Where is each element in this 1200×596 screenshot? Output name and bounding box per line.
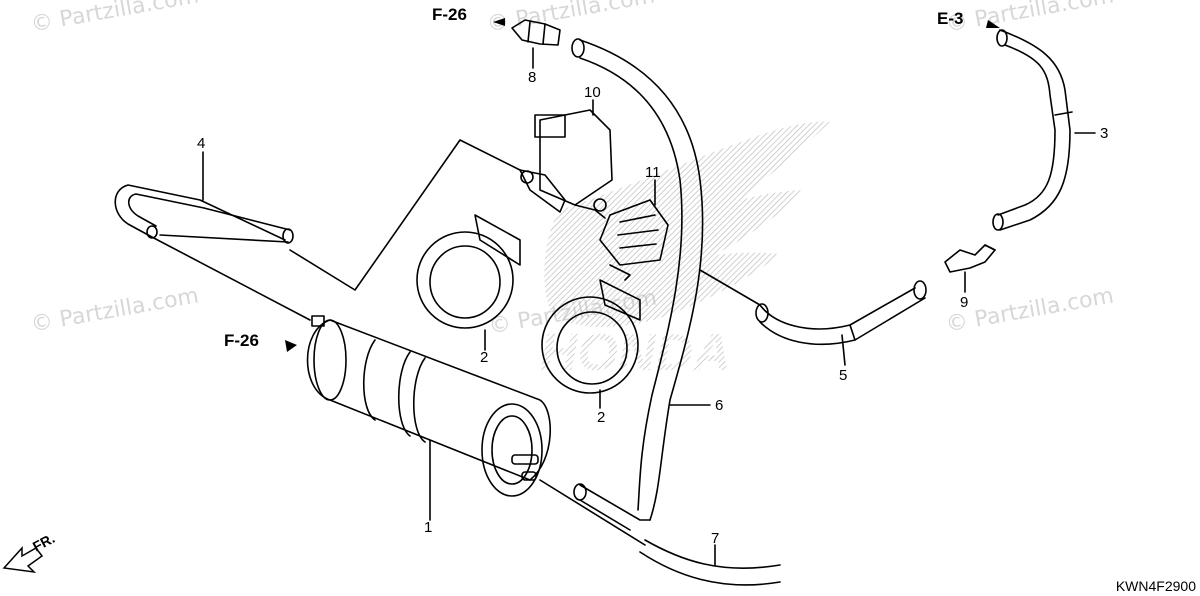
section-ref-e3: E-3 [937, 9, 963, 28]
solenoid-valve-10 [519, 109, 613, 219]
callout-9: 9 [960, 294, 968, 311]
callout-5: 5 [839, 367, 847, 384]
hose-4 [114, 184, 294, 244]
canister-1 [306, 315, 552, 497]
honda-wing-logo: HONDA [540, 121, 830, 382]
honda-letters: HONDA [540, 324, 731, 382]
callout-2a: 2 [480, 349, 488, 366]
band-2a [416, 214, 521, 329]
callout-1: 1 [424, 519, 432, 536]
band-2b [541, 279, 641, 394]
fitting-9 [944, 244, 996, 273]
callout-3: 3 [1100, 125, 1108, 142]
section-ref-f26-left: F-26 [224, 331, 259, 350]
fitting-8 [511, 19, 561, 46]
callout-11: 11 [645, 164, 661, 181]
callout-7: 7 [711, 530, 719, 547]
callout-8: 8 [528, 69, 536, 86]
hose-7 [539, 479, 781, 586]
hose-3 [992, 29, 1073, 231]
callout-6: 6 [715, 397, 723, 414]
section-ref-f26-top: F-26 [432, 5, 467, 24]
callout-2b: 2 [597, 409, 605, 426]
hose-6 [571, 38, 704, 531]
callout-10: 10 [584, 84, 601, 101]
hose-5 [699, 269, 927, 346]
bracket-11 [599, 199, 669, 281]
drawing-code: KWN4F2900 [1115, 578, 1196, 594]
callout-4: 4 [197, 135, 205, 152]
front-direction-marker: FR. [2, 530, 57, 574]
